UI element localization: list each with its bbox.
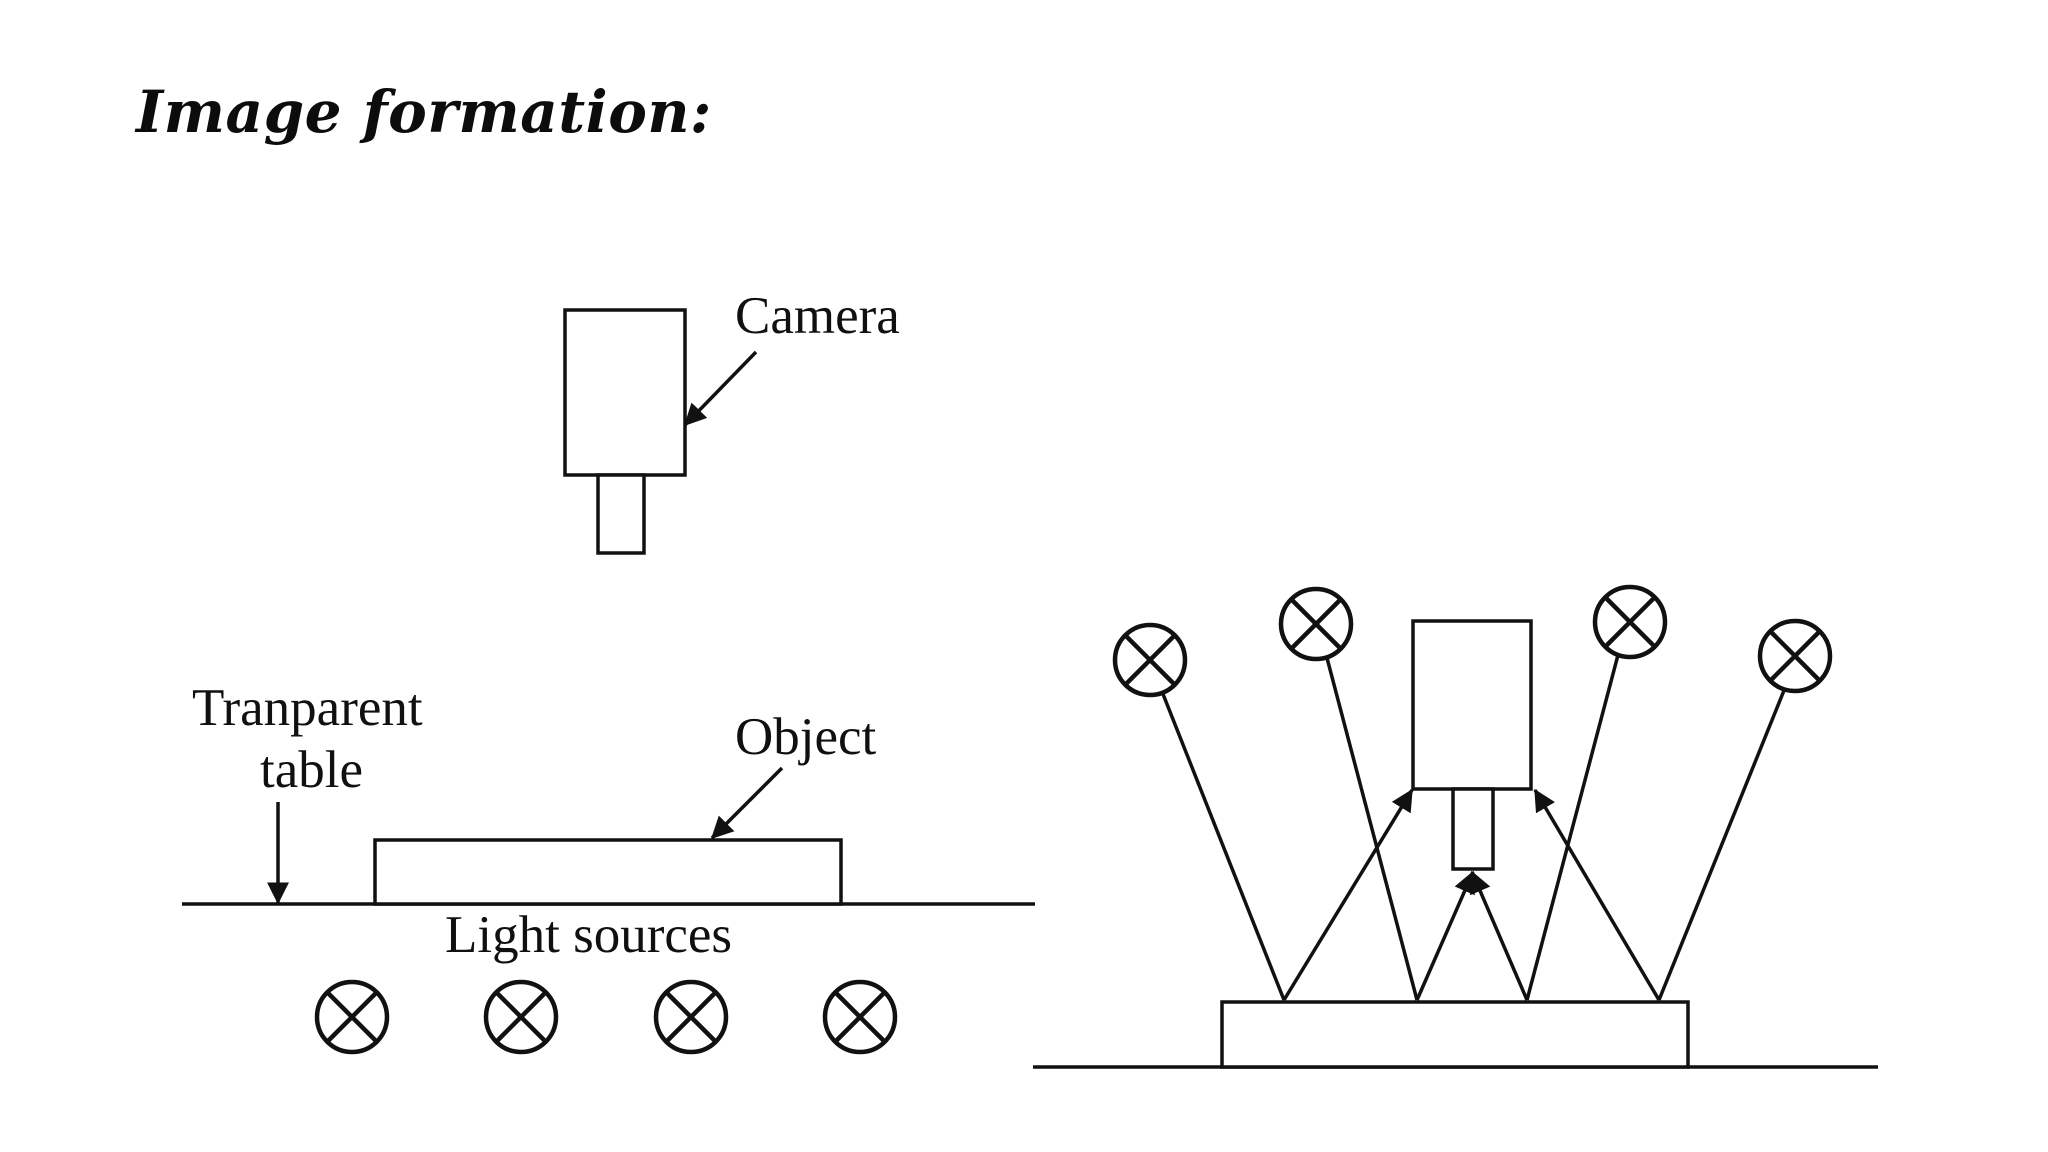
lamp-icon bbox=[825, 982, 895, 1052]
lamp-icon bbox=[1115, 625, 1185, 695]
camera-pointer-arrow bbox=[683, 350, 758, 427]
reflected-ray bbox=[1415, 870, 1475, 1001]
table-label-line2: table bbox=[260, 741, 363, 799]
reflected-ray bbox=[1533, 788, 1661, 1001]
camera-left bbox=[563, 308, 687, 555]
lamp-icon bbox=[317, 982, 387, 1052]
camera-lens bbox=[596, 473, 646, 555]
left-backlight-setup: Camera Tranparent table Object Light sou… bbox=[182, 287, 1035, 1052]
table-label-line1: Tranparent bbox=[192, 679, 423, 737]
light-ray-incident bbox=[1159, 688, 1286, 1001]
object-label: Object bbox=[735, 708, 877, 766]
light-ray-incident bbox=[1525, 654, 1620, 1001]
reflected-ray bbox=[1282, 788, 1414, 1001]
reflected-ray bbox=[1470, 870, 1529, 1001]
lamp-icon bbox=[656, 982, 726, 1052]
lamp-icon bbox=[1760, 621, 1830, 691]
figure-title: Image formation: bbox=[136, 78, 712, 146]
object-rect-right bbox=[1220, 1000, 1690, 1069]
light-ray-incident bbox=[1325, 657, 1419, 1001]
lamp-icon bbox=[1595, 587, 1665, 657]
camera-body bbox=[1411, 619, 1533, 791]
light-ray-incident bbox=[1657, 687, 1787, 1001]
camera-body bbox=[563, 308, 687, 477]
camera-lens bbox=[1451, 787, 1495, 871]
light-sources-label: Light sources bbox=[445, 906, 732, 964]
camera-right bbox=[1411, 619, 1533, 871]
lamp-icon bbox=[486, 982, 556, 1052]
right-frontlight-setup bbox=[1033, 587, 1878, 1069]
lamp-icon bbox=[1281, 589, 1351, 659]
camera-label: Camera bbox=[735, 287, 900, 345]
object-rect bbox=[373, 838, 843, 906]
object-pointer-arrow bbox=[710, 766, 784, 840]
